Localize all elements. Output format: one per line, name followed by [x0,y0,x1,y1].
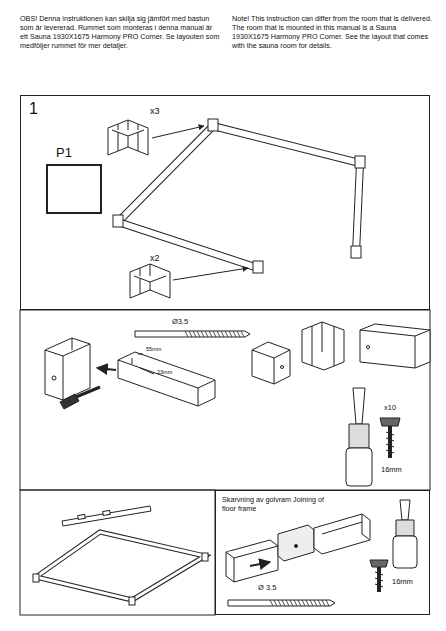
dimension-line [138,354,143,355]
dimension-line [140,368,154,374]
part-square: P1 [46,164,102,214]
thread-stroke [310,600,313,606]
part-label: P1 [56,145,72,161]
thread-stroke [302,600,305,606]
tube [314,514,370,554]
dimension: 55mm [146,346,161,352]
tube [226,540,278,582]
thread-stroke [225,331,228,337]
step-panel [20,310,430,490]
thread-stroke [318,600,321,606]
thread-stroke [294,600,297,606]
thread-stroke [322,600,325,606]
dimension-tick [132,358,133,364]
thread-stroke [233,331,236,337]
step-panel: Skarvning av golvram Joining of floor fr… [215,490,430,615]
dimension: Ø 3.5 [258,584,276,593]
tube-end [252,342,290,384]
screw [370,560,388,592]
thread-stroke [274,600,277,606]
joint-piece [278,525,314,561]
dimension: 16mm [381,466,402,475]
thread-stroke [213,331,216,337]
thread-stroke [185,331,188,337]
step-number: 1 [21,96,429,122]
rail-tube [360,324,430,368]
note-text: OBS! Denna instruktionen kan skilja sig … [20,14,220,50]
floor-frame [33,532,208,605]
thread-stroke [314,600,317,606]
quantity: x2 [150,253,160,263]
thread-stroke [221,331,224,337]
dimension: Ø3.5 [172,318,188,327]
bit-holder [346,388,372,486]
thread-stroke [286,600,289,606]
leader-arrow [173,268,248,280]
bracket [302,322,344,370]
drill-bit [135,331,250,337]
thread-stroke [241,331,244,337]
thread-stroke [201,331,204,337]
quantity: x10 [384,404,396,413]
screw [60,387,100,409]
bracket-channel [45,338,90,400]
step-panel: 1P1 [20,95,430,310]
insert-arrow [97,368,116,370]
thread-stroke [205,331,208,337]
rail-tube [118,352,215,406]
thread-stroke [298,600,301,606]
panel-heading: Skarvning av golvram Joining of floor fr… [216,491,338,517]
spirit-level [62,506,151,526]
note-text: Note! This instruction can differ from t… [232,14,432,50]
thread-stroke [229,331,232,337]
thread-stroke [290,600,293,606]
thread-stroke [193,331,196,337]
thread-stroke [217,331,220,337]
floor-frame [113,119,365,273]
t-bracket-icon [130,264,170,298]
quantity: x3 [150,106,160,116]
thread-stroke [282,600,285,606]
drill-bit [228,600,335,606]
corner-bracket-icon [108,120,148,155]
thread-stroke [278,600,281,606]
thread-stroke [197,331,200,337]
screw [380,418,400,458]
thread-stroke [326,600,329,606]
dimension: 16mm [392,578,413,587]
thread-stroke [270,600,273,606]
dimension: 23mm [157,369,172,375]
insert-arrow [250,562,270,566]
thread-stroke [237,331,240,337]
leader-arrow [152,126,204,138]
step-panel [20,490,215,615]
thread-stroke [209,331,212,337]
thread-stroke [189,331,192,337]
bit-holder [393,500,417,568]
thread-stroke [306,600,309,606]
